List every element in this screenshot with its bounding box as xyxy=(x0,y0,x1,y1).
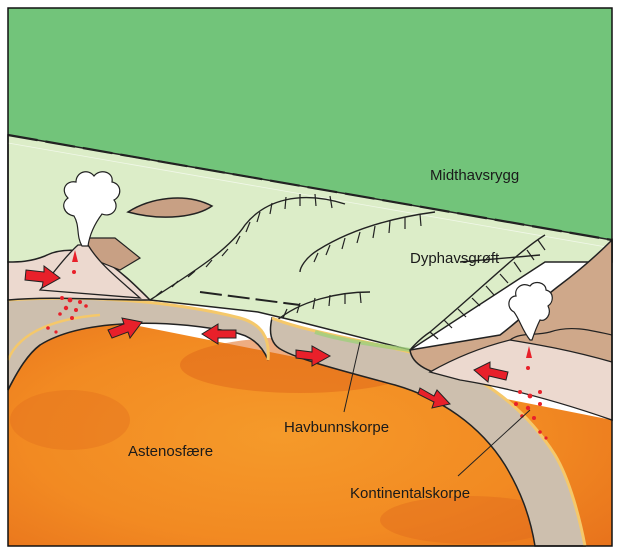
mantle-dark-patch xyxy=(10,390,130,450)
label-mid-ocean-ridge: Midthavsrygg xyxy=(430,167,519,184)
label-asthenosphere: Astenosfære xyxy=(128,443,213,460)
label-oceanic-crust: Havbunnskorpe xyxy=(284,419,389,436)
label-trench: Dyphavsgrøft xyxy=(410,250,500,267)
label-continental-crust: Kontinentalskorpe xyxy=(350,485,470,502)
